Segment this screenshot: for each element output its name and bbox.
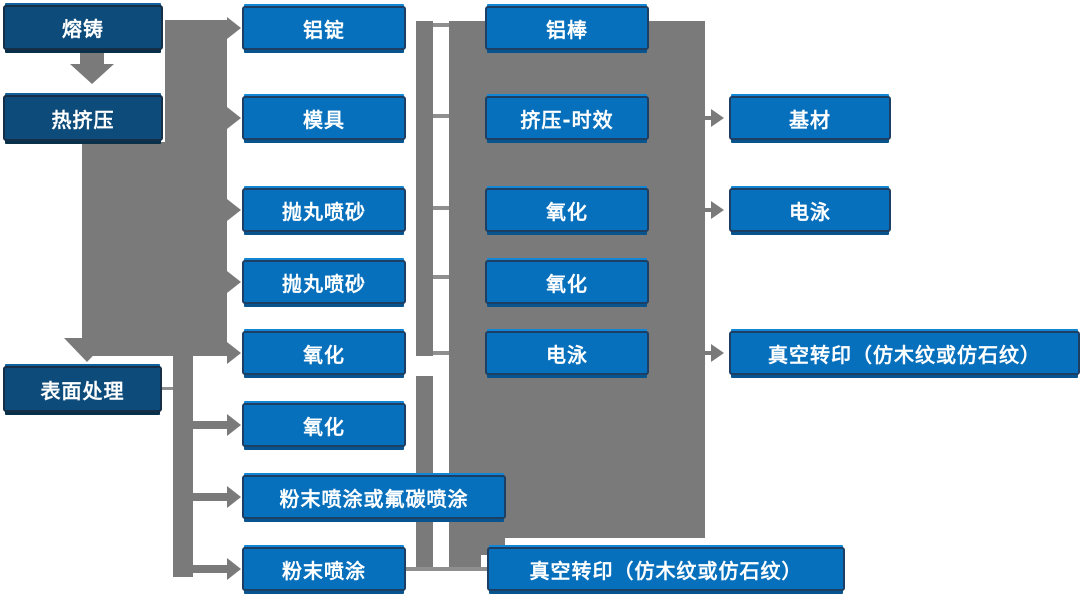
arrow-to-vacuum-transfer-1-icon bbox=[711, 344, 724, 362]
connector-stub-powder-coating bbox=[193, 565, 227, 573]
node-oxidation-2: 氧化 bbox=[242, 403, 406, 447]
node-oxidation-4: 氧化 bbox=[485, 260, 649, 304]
connector-stub-vacuum-transfer bbox=[705, 351, 711, 355]
connector-stub-base-material bbox=[705, 116, 711, 120]
connector-tie-aluminum-rod bbox=[433, 23, 449, 27]
connector-bar-mid-lower bbox=[416, 376, 433, 571]
arrow-to-aluminum-ingot-icon bbox=[227, 17, 241, 39]
arrow-to-oxidation-1-icon bbox=[227, 342, 241, 364]
connector-stub-electrophoresis-2 bbox=[705, 208, 711, 212]
arrow-to-oxidation-2-icon bbox=[227, 414, 241, 436]
node-aluminum-ingot: 铝锭 bbox=[242, 6, 406, 50]
node-extrusion-aging: 挤压-时效 bbox=[485, 96, 649, 140]
connector-bar-mid-upper bbox=[416, 21, 433, 356]
connector-tie-electrophoresis-row bbox=[433, 351, 449, 355]
node-hot-extrusion: 热挤压 bbox=[3, 95, 163, 141]
node-powder-coating: 粉末喷涂 bbox=[242, 547, 406, 591]
node-vacuum-transfer-print-2: 真空转印（仿木纹或仿石纹） bbox=[487, 547, 845, 591]
node-mold: 模具 bbox=[242, 96, 406, 140]
connector-bar-left-lower bbox=[173, 356, 193, 577]
arrow-to-electrophoresis-2-icon bbox=[711, 201, 724, 219]
connector-block-tab-1 bbox=[449, 538, 481, 569]
node-melt-casting: 熔铸 bbox=[3, 5, 163, 50]
connector-tie-oxidation-row4 bbox=[433, 275, 449, 279]
node-powder-or-fluorocarbon-coating: 粉末喷涂或氟碳喷涂 bbox=[242, 475, 506, 519]
arrow-to-powder-coating-icon bbox=[227, 558, 241, 580]
arrow-to-base-material-icon bbox=[711, 109, 724, 127]
connector-stub-oxidation-2 bbox=[193, 421, 227, 429]
connector-melt-to-extrusion-stem bbox=[80, 49, 104, 65]
connector-tie-mold-row bbox=[433, 114, 449, 118]
arrow-to-shot-blasting-2-icon bbox=[227, 271, 241, 293]
connector-tie-oxidation-row3 bbox=[433, 206, 449, 210]
node-oxidation-1: 氧化 bbox=[242, 331, 406, 375]
arrow-down-to-surface-treatment-icon bbox=[64, 338, 110, 362]
node-shot-blasting-sandblasting-2: 抛丸喷砂 bbox=[242, 260, 406, 304]
node-shot-blasting-sandblasting-1: 抛丸喷砂 bbox=[242, 188, 406, 232]
arrow-to-powder-fluorocarbon-icon bbox=[227, 486, 241, 508]
node-surface-treatment: 表面处理 bbox=[3, 366, 162, 412]
node-oxidation-3: 氧化 bbox=[485, 188, 649, 232]
node-electrophoresis-2: 电泳 bbox=[729, 188, 891, 232]
connector-band-wide bbox=[82, 142, 227, 356]
connector-stub-surface-treatment bbox=[162, 387, 173, 390]
arrow-to-mold-icon bbox=[227, 107, 241, 129]
node-base-material: 基材 bbox=[729, 96, 891, 140]
node-aluminum-rod: 铝棒 bbox=[485, 6, 649, 50]
node-electrophoresis-1: 电泳 bbox=[485, 331, 649, 375]
connector-stub-powder-fluorocarbon bbox=[193, 493, 227, 501]
arrow-to-shot-blasting-1-icon bbox=[227, 199, 241, 221]
node-vacuum-transfer-print-1: 真空转印（仿木纹或仿石纹） bbox=[729, 331, 1080, 375]
connector-bottom-tie-line bbox=[406, 567, 488, 571]
connector-band-right-of-col1 bbox=[165, 20, 227, 142]
arrow-down-to-hot-extrusion-icon bbox=[70, 64, 114, 84]
